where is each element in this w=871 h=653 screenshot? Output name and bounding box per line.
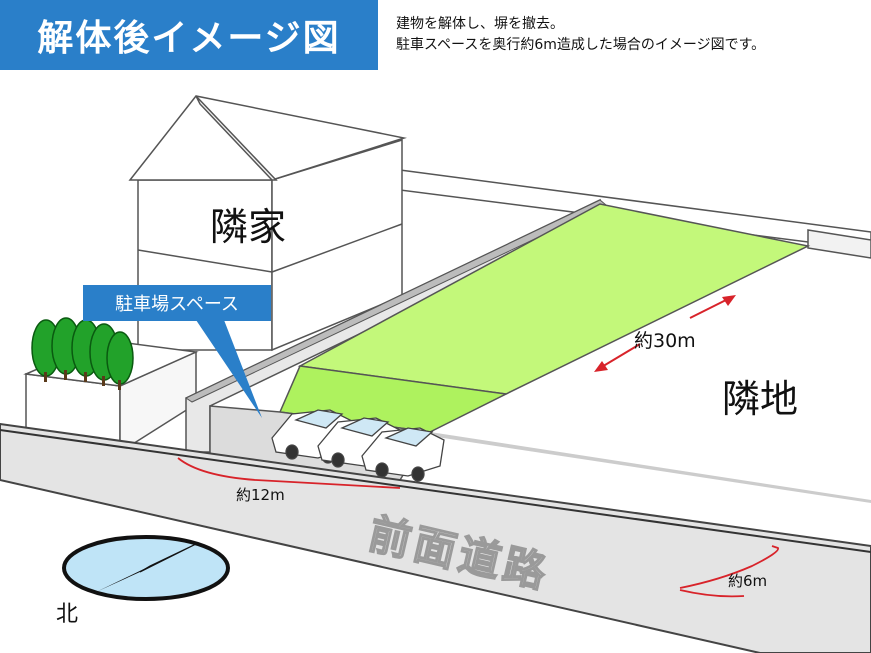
car-3	[361, 427, 445, 482]
dimension-30m-arrow	[594, 295, 736, 372]
dimension-12m-label: 約12m	[236, 486, 285, 504]
parking-callout: 駐車場スペース	[83, 285, 271, 321]
description-line-2: 駐車スペースを奥行約6m造成した場合のイメージ図です。	[396, 37, 766, 53]
neighbor-land-label: 隣地	[722, 377, 799, 421]
trees	[31, 317, 134, 390]
compass	[62, 535, 230, 601]
dimension-30m-label: 約30m	[634, 330, 696, 352]
neighbor-house-label: 隣家	[210, 205, 287, 249]
dimension-6m-curve-b	[679, 589, 745, 598]
right-fence	[807, 229, 871, 259]
description-line-1: 建物を解体し、塀を撤去。	[396, 16, 564, 32]
description: 建物を解体し、塀を撤去。 駐車スペースを奥行約6m造成した場合のイメージ図です。	[396, 14, 765, 56]
front-road	[0, 422, 871, 653]
road-edge	[0, 429, 871, 553]
page-title: 解体後イメージ図	[0, 0, 378, 70]
dimension-12m-curve	[177, 457, 401, 489]
callout-pointer	[196, 320, 262, 418]
dimension-6m-label: 約6m	[728, 572, 768, 590]
dimension-6m-curve	[679, 545, 779, 589]
north-label: 北	[56, 602, 79, 627]
right-ground	[430, 432, 871, 503]
